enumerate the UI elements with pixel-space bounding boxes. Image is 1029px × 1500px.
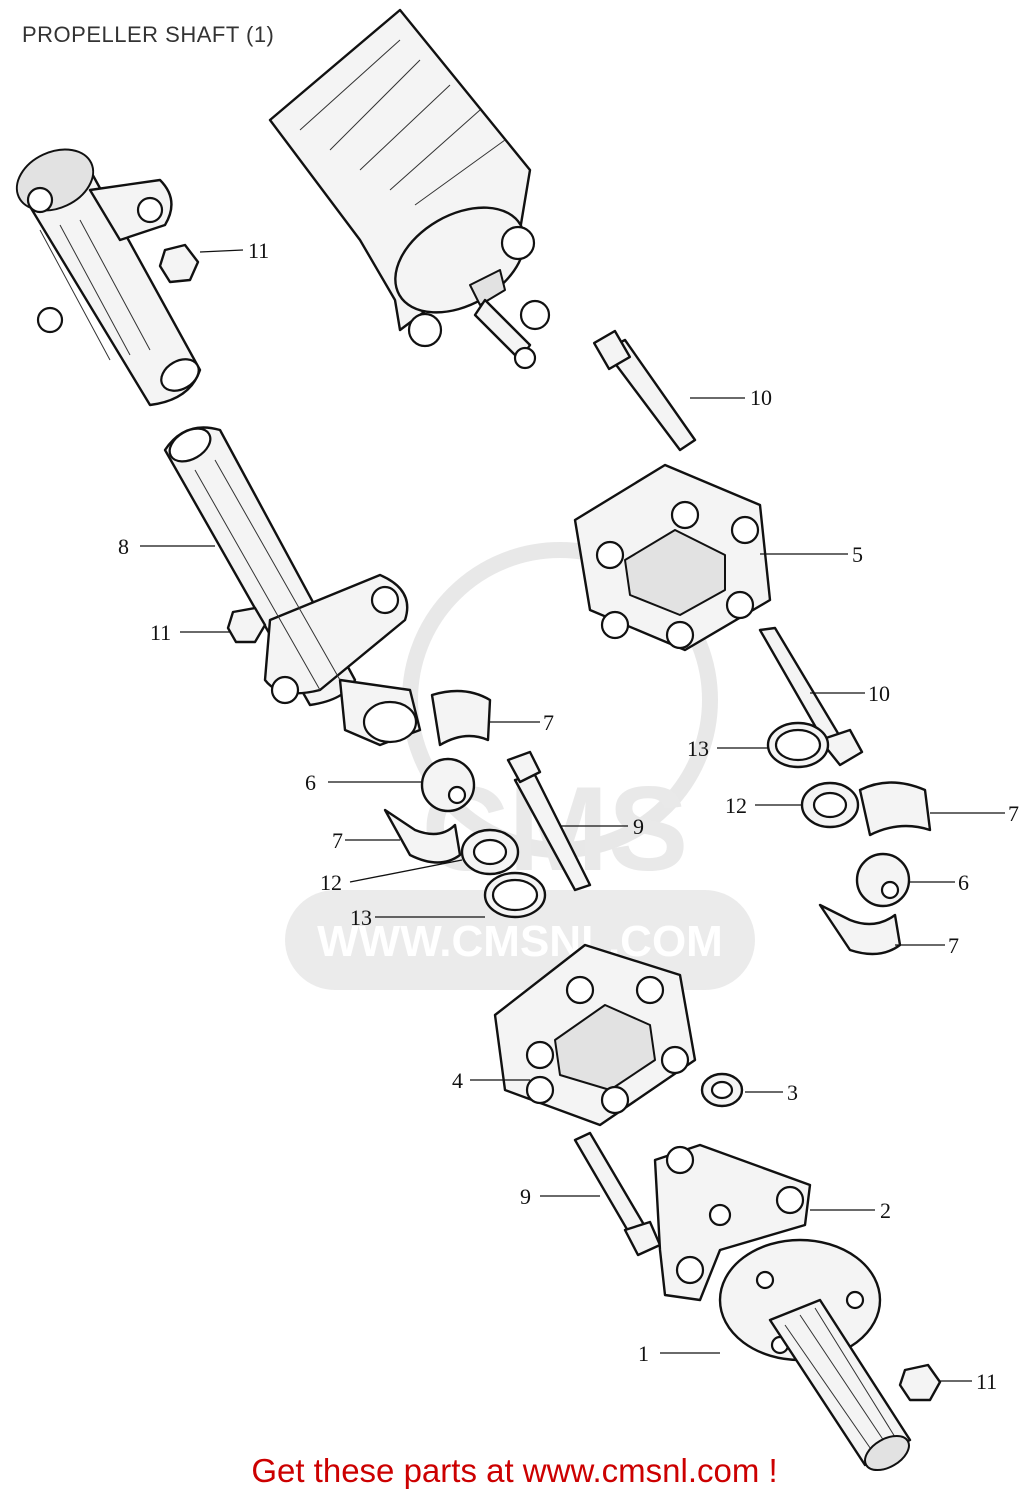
bolt-9-upper — [506, 750, 592, 892]
callout-4: 4 — [452, 1068, 463, 1093]
callout-7-d: 7 — [948, 933, 959, 958]
output-shaft-1 — [718, 1238, 912, 1472]
bolt-10-upper — [592, 329, 697, 452]
callout-8: 8 — [118, 534, 129, 559]
callout-7-a: 7 — [543, 710, 554, 735]
bushing-7-a — [430, 689, 492, 747]
callout-9-mid: 9 — [633, 814, 644, 839]
leader-lines — [140, 249, 1005, 1382]
callout-7-b: 7 — [332, 828, 343, 853]
callout-11-bottom: 11 — [976, 1369, 997, 1394]
callout-12-right: 12 — [725, 793, 747, 818]
callout-9-lower: 9 — [520, 1184, 531, 1209]
propeller-shaft — [163, 426, 422, 747]
bushing-7-c — [858, 781, 932, 837]
bolt-10-lower — [758, 626, 864, 767]
callout-13-right: 13 — [687, 736, 709, 761]
nut-11-lower — [898, 1363, 942, 1402]
bushing-7-b — [383, 808, 462, 864]
ball-6-a — [420, 757, 476, 813]
callout-3: 3 — [787, 1080, 798, 1105]
callout-6-right: 6 — [958, 870, 969, 895]
bolt-9-lower — [573, 1131, 662, 1257]
page-title: PROPELLER SHAFT (1) — [22, 22, 275, 47]
flexible-joint-5 — [573, 463, 772, 652]
callout-7-c: 7 — [1008, 801, 1019, 826]
nut-11-middle — [226, 606, 267, 644]
callout-labels: 11 10 8 5 11 7 10 13 6 9 12 7 7 12 6 13 … — [118, 238, 1019, 1394]
callout-2: 2 — [880, 1198, 891, 1223]
flexible-joint-4 — [493, 943, 697, 1127]
watermark-url: WWW.CMSNL.COM — [317, 917, 723, 966]
nut-11-upper — [158, 243, 200, 284]
callout-5: 5 — [852, 542, 863, 567]
callout-11-mid: 11 — [150, 620, 171, 645]
callout-10-lower: 10 — [868, 681, 890, 706]
callout-10-top: 10 — [750, 385, 772, 410]
propeller-shaft-housing — [15, 148, 202, 407]
cmsnl-link[interactable]: Get these parts at www.cmsnl.com ! — [251, 1452, 778, 1489]
callout-1: 1 — [638, 1341, 649, 1366]
callout-6-left: 6 — [305, 770, 316, 795]
transmission-housing — [268, 8, 551, 370]
footer-banner: Get these parts at www.cmsnl.com ! — [0, 1452, 1029, 1490]
ball-6-b — [855, 852, 911, 908]
flange-2 — [653, 1143, 812, 1302]
bushing-7-d — [818, 903, 902, 956]
callout-12-left: 12 — [320, 870, 342, 895]
callout-13-left: 13 — [350, 905, 372, 930]
callout-11-top: 11 — [248, 238, 269, 263]
